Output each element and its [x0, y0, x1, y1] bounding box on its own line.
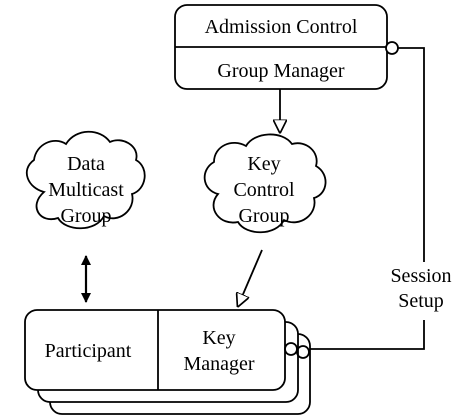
key-control-line-3: Group [238, 205, 289, 227]
admission-control-label: Admission Control [205, 16, 358, 38]
key-control-to-manager-arrow [238, 249, 263, 306]
key-manager-port [284, 342, 298, 356]
session-setup-line-1: Session [390, 265, 451, 287]
group-manager-label: Group Manager [217, 60, 345, 82]
key-manager-line-2: Manager [183, 353, 254, 375]
session-setup-connector [310, 47, 425, 350]
admission-port [385, 41, 399, 55]
key-control-line-1: Key [247, 153, 280, 175]
data-multicast-cloud: Data Multicast Group [25, 130, 146, 230]
key-control-cloud: Key Control Group [203, 133, 327, 234]
data-multicast-line-1: Data [67, 153, 105, 175]
participant-label: Participant [45, 340, 132, 362]
admission-control-box: Admission Control Group Manager [174, 4, 388, 90]
key-control-line-2: Control [233, 179, 295, 201]
participant-stack: Participant Key Manager [24, 309, 311, 415]
data-multicast-line-3: Group [60, 205, 111, 227]
session-setup-line-2: Setup [398, 290, 444, 312]
key-manager-port-shadow [296, 345, 310, 359]
data-multicast-line-2: Multicast [48, 179, 124, 201]
key-manager-line-1: Key [202, 327, 235, 349]
session-setup-label: Session Setup [382, 262, 458, 320]
